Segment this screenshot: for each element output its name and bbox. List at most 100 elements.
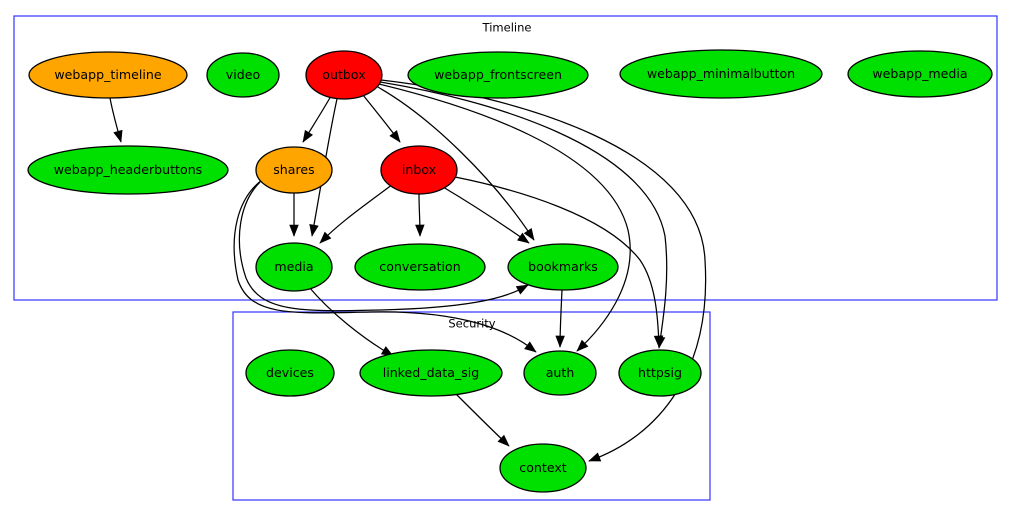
- node-shape[interactable]: [354, 243, 486, 291]
- edge-outbox-to-inbox: [362, 94, 401, 143]
- arrowhead-icon: [517, 232, 530, 244]
- node-shape[interactable]: [499, 443, 587, 493]
- node-webapp_frontscreen[interactable]: webapp_frontscreen: [407, 51, 589, 99]
- node-label: conversation: [379, 259, 460, 274]
- edge-outbox-to-auth: [378, 83, 631, 352]
- node-conversation[interactable]: conversation: [354, 243, 486, 291]
- node-webapp_timeline[interactable]: webapp_timeline: [28, 51, 188, 99]
- cluster-security: Security: [232, 311, 711, 501]
- node-shape[interactable]: [380, 145, 458, 195]
- node-shape[interactable]: [847, 50, 993, 98]
- edge-outbox-to-bookmarks: [375, 85, 535, 241]
- node-label: httpsig: [638, 365, 682, 380]
- cluster-security-label: Security: [448, 317, 495, 331]
- edge-media-to-linked_data_sig: [308, 286, 394, 357]
- arrowhead-icon: [523, 227, 535, 241]
- edge-line: [380, 79, 707, 462]
- node-shape[interactable]: [28, 51, 188, 99]
- node-shape[interactable]: [359, 349, 503, 397]
- node-shape[interactable]: [407, 51, 589, 99]
- node-shape[interactable]: [255, 146, 333, 194]
- cluster-timeline: Timeline: [13, 15, 998, 301]
- edge-inbox-to-media: [319, 183, 394, 244]
- edge-bookmarks-to-auth: [555, 289, 565, 348]
- arrowhead-icon: [113, 129, 123, 143]
- node-devices[interactable]: devices: [245, 349, 335, 397]
- node-webapp_minimalbutton[interactable]: webapp_minimalbutton: [619, 49, 823, 99]
- edge-shares-to-auth: [233, 179, 537, 353]
- node-label: webapp_media: [872, 66, 967, 81]
- edge-shares-to-media: [289, 192, 299, 237]
- edge-line: [233, 179, 537, 353]
- edge-line: [319, 183, 394, 244]
- node-label: auth: [546, 365, 575, 380]
- arrowhead-icon: [415, 224, 425, 237]
- node-label: context: [519, 460, 567, 475]
- node-label: bookmarks: [528, 259, 598, 274]
- node-context[interactable]: context: [499, 443, 587, 493]
- node-linked_data_sig[interactable]: linked_data_sig: [359, 349, 503, 397]
- arrowhead-icon: [497, 434, 510, 447]
- edge-outbox-to-context: [380, 79, 707, 462]
- node-webapp_headerbuttons[interactable]: webapp_headerbuttons: [27, 145, 229, 195]
- node-shape[interactable]: [618, 349, 702, 397]
- node-label: shares: [273, 162, 314, 177]
- edge-outbox-to-shares: [302, 95, 332, 143]
- node-auth[interactable]: auth: [523, 350, 597, 396]
- node-shape[interactable]: [245, 349, 335, 397]
- node-httpsig[interactable]: httpsig: [618, 349, 702, 397]
- edge-line: [308, 286, 394, 357]
- node-video[interactable]: video: [206, 52, 280, 98]
- node-label: webapp_timeline: [54, 67, 161, 82]
- arrowhead-icon: [289, 224, 299, 237]
- edges-layer: [109, 79, 707, 462]
- node-label: outbox: [322, 67, 366, 82]
- cluster-timeline-label: Timeline: [482, 21, 532, 35]
- nodes-layer: webapp_timeline video outbox webapp_frontsc…: [27, 49, 993, 493]
- edge-shares-to-bookmarks: [238, 181, 529, 312]
- arrowhead-icon: [515, 284, 529, 295]
- arrowhead-icon: [302, 129, 314, 143]
- arrowhead-icon: [524, 341, 537, 353]
- edge-line: [454, 176, 660, 348]
- arrowhead-icon: [555, 335, 565, 348]
- node-label: webapp_frontscreen: [434, 67, 562, 82]
- edge-inbox-to-httpsig: [454, 176, 664, 348]
- edge-linked_data_sig-to-context: [454, 392, 510, 447]
- node-label: linked_data_sig: [383, 365, 480, 380]
- node-inbox[interactable]: inbox: [380, 145, 458, 195]
- node-media[interactable]: media: [255, 242, 333, 292]
- node-label: webapp_minimalbutton: [647, 66, 795, 81]
- node-label: inbox: [402, 162, 437, 177]
- edge-line: [454, 392, 510, 447]
- node-bookmarks[interactable]: bookmarks: [507, 243, 619, 291]
- edge-line: [238, 181, 529, 312]
- arrowhead-icon: [319, 231, 332, 244]
- node-shape[interactable]: [305, 50, 383, 100]
- node-shares[interactable]: shares: [255, 146, 333, 194]
- node-label: devices: [266, 365, 314, 380]
- edge-line: [378, 83, 631, 352]
- node-shape[interactable]: [255, 242, 333, 292]
- node-shape[interactable]: [523, 350, 597, 396]
- arrowhead-icon: [588, 452, 602, 462]
- edge-inbox-to-bookmarks: [442, 186, 530, 244]
- arrowhead-icon: [309, 224, 319, 237]
- node-webapp_media[interactable]: webapp_media: [847, 50, 993, 98]
- node-shape[interactable]: [27, 145, 229, 195]
- node-shape[interactable]: [619, 49, 823, 99]
- arrowhead-icon: [576, 339, 589, 352]
- node-shape[interactable]: [507, 243, 619, 291]
- cluster-timeline-border: [13, 15, 998, 301]
- arrowhead-icon: [389, 130, 401, 143]
- node-shape[interactable]: [206, 52, 280, 98]
- node-outbox[interactable]: outbox: [305, 50, 383, 100]
- arrowhead-icon: [653, 335, 664, 348]
- node-label: webapp_headerbuttons: [54, 162, 203, 177]
- node-label: video: [226, 67, 261, 82]
- node-label: media: [274, 259, 313, 274]
- edge-inbox-to-conversation: [415, 193, 425, 237]
